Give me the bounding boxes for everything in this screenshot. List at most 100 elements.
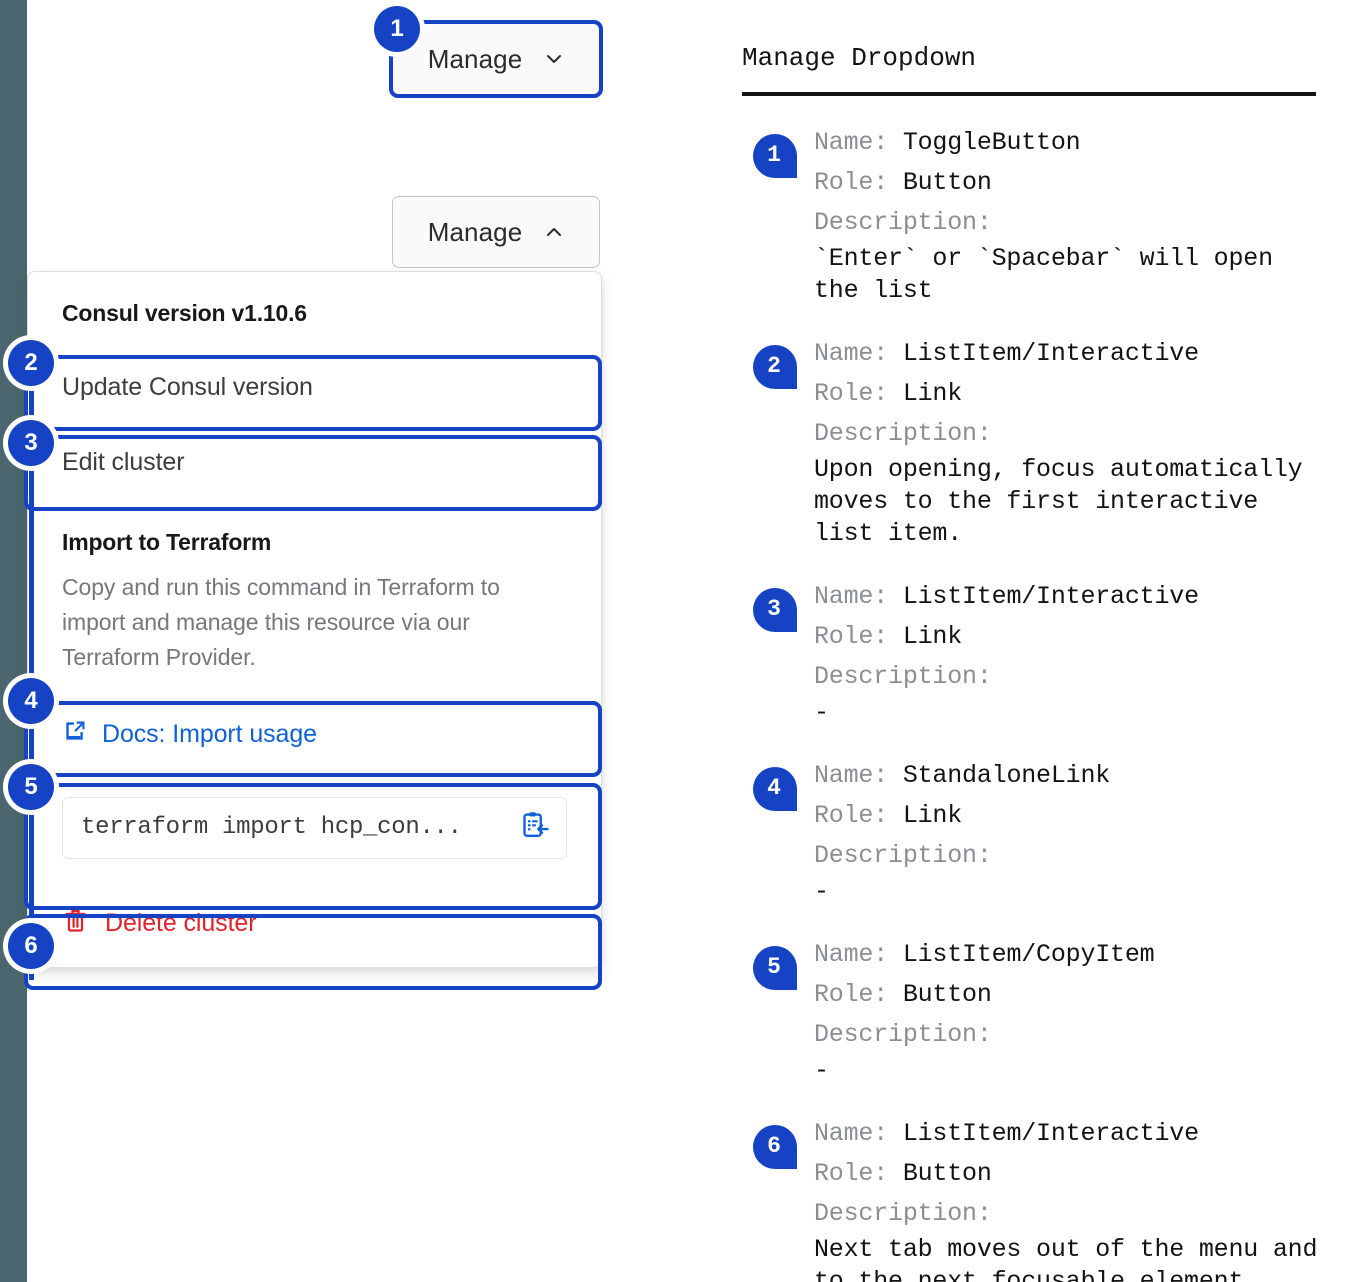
spec-entry: 1 Name: ToggleButton Role: Button Descri… xyxy=(742,123,1342,307)
manage-toggle-button-expanded[interactable]: Manage xyxy=(392,196,600,268)
spec-name-label: Name: xyxy=(814,339,903,368)
spec-name-label: Name: xyxy=(814,761,903,790)
spec-description-value: Upon opening, focus automatically moves … xyxy=(814,455,1303,548)
trash-icon xyxy=(62,907,89,941)
spec-role-value: Button xyxy=(902,980,992,1009)
spec-role-line: Role: Button xyxy=(814,163,1342,203)
annotation-badge-5: 5 xyxy=(8,764,54,810)
annotation-badge-6: 6 xyxy=(8,923,54,969)
spec-badge-1: 1 xyxy=(753,134,797,178)
spec-entry: 3 Name: ListItem/Interactive Role: Link … xyxy=(742,577,1342,729)
annotation-badge-1: 1 xyxy=(374,6,420,52)
docs-import-usage-label: Docs: Import usage xyxy=(102,719,317,748)
copy-to-clipboard-icon[interactable] xyxy=(520,810,550,845)
spec-role-value: Button xyxy=(902,1159,992,1188)
spec-entry-body: Name: ListItem/Interactive Role: Link De… xyxy=(814,577,1342,729)
spec-entry: 5 Name: ListItem/CopyItem Role: Button D… xyxy=(742,935,1342,1087)
spec-entry-body: Name: ListItem/Interactive Role: Button … xyxy=(814,1114,1342,1282)
spec-panel: Manage Dropdown 1 Name: ToggleButton Rol… xyxy=(742,0,1342,1282)
spec-badge-2: 2 xyxy=(753,345,797,389)
consul-version-header: Consul version v1.10.6 xyxy=(62,300,307,326)
external-link-docs-icon xyxy=(62,718,88,751)
spec-role-line: Role: Link xyxy=(814,796,1342,836)
spec-name-value: StandaloneLink xyxy=(902,761,1111,790)
chevron-down-icon xyxy=(544,49,564,69)
spec-name-value: ToggleButton xyxy=(902,128,1081,157)
docs-import-usage-link[interactable]: Docs: Import usage xyxy=(28,698,601,773)
spec-description-value: - xyxy=(814,1056,829,1085)
spec-description-label: Description: xyxy=(814,841,992,870)
spec-description-value: Next tab moves out of the menu and to th… xyxy=(814,1235,1318,1282)
spec-badge-col: 6 xyxy=(742,1114,814,1282)
terraform-command-text: terraform import hcp_con... xyxy=(81,814,462,842)
spec-role-line: Role: Button xyxy=(814,975,1342,1015)
spec-title-divider xyxy=(742,92,1316,96)
spec-panel-title: Manage Dropdown xyxy=(742,43,977,73)
spec-entry: 4 Name: StandaloneLink Role: Link Descri… xyxy=(742,756,1342,908)
spec-role-label: Role: xyxy=(814,980,903,1009)
spec-role-label: Role: xyxy=(814,801,903,830)
spec-name-value: ListItem/CopyItem xyxy=(902,940,1155,969)
spec-badge-col: 4 xyxy=(742,756,814,908)
manage-toggle-button-collapsed[interactable]: Manage xyxy=(392,23,600,95)
menu-item-delete-cluster[interactable]: Delete cluster xyxy=(28,885,601,967)
spec-badge-col: 2 xyxy=(742,334,814,550)
spec-role-line: Role: Button xyxy=(814,1154,1342,1194)
spec-description-label: Description: xyxy=(814,662,992,691)
menu-item-edit-cluster[interactable]: Edit cluster xyxy=(62,448,185,476)
spec-name-label: Name: xyxy=(814,582,903,611)
spec-role-value: Link xyxy=(902,622,963,651)
spec-entry: 2 Name: ListItem/Interactive Role: Link … xyxy=(742,334,1342,550)
annotation-badge-3: 3 xyxy=(8,420,54,466)
manage-toggle-label: Manage xyxy=(427,43,523,74)
manage-dropdown-panel: Consul version v1.10.6 Update Consul ver… xyxy=(27,271,602,968)
spec-role-label: Role: xyxy=(814,379,903,408)
chevron-up-icon xyxy=(544,222,564,242)
spec-role-value: Link xyxy=(902,379,963,408)
spec-badge-col: 5 xyxy=(742,935,814,1087)
delete-cluster-label: Delete cluster xyxy=(105,909,257,938)
spec-name-line: Name: ListItem/Interactive xyxy=(814,577,1342,617)
spec-description-label: Description: xyxy=(814,1199,992,1228)
spec-badge-3: 3 xyxy=(753,588,797,632)
spec-badge-5: 5 xyxy=(753,946,797,990)
spec-role-line: Role: Link xyxy=(814,617,1342,657)
terraform-command-field[interactable]: terraform import hcp_con... xyxy=(62,796,567,859)
spec-entry-body: Name: ListItem/Interactive Role: Link De… xyxy=(814,334,1342,550)
spec-description-label: Description: xyxy=(814,419,992,448)
import-to-terraform-title: Import to Terraform xyxy=(62,529,272,555)
spec-entry: 6 Name: ListItem/Interactive Role: Butto… xyxy=(742,1114,1342,1282)
spec-name-label: Name: xyxy=(814,1119,903,1148)
spec-name-label: Name: xyxy=(814,128,903,157)
import-to-terraform-description: Copy and run this command in Terraform t… xyxy=(62,574,500,671)
left-nav-rail xyxy=(0,0,27,1282)
manage-toggle-label-expanded: Manage xyxy=(427,216,523,247)
spec-name-value: ListItem/Interactive xyxy=(902,1119,1199,1148)
spec-role-value: Button xyxy=(902,168,992,197)
spec-badge-6: 6 xyxy=(753,1125,797,1169)
spec-badge-4: 4 xyxy=(753,767,797,811)
spec-role-line: Role: Link xyxy=(814,374,1342,414)
spec-badge-col: 1 xyxy=(742,123,814,307)
spec-name-line: Name: ListItem/Interactive xyxy=(814,1114,1342,1154)
spec-entry-body: Name: ToggleButton Role: Button Descript… xyxy=(814,123,1342,307)
spec-entry-body: Name: ListItem/CopyItem Role: Button Des… xyxy=(814,935,1342,1087)
spec-role-label: Role: xyxy=(814,622,903,651)
spec-description-value: - xyxy=(814,698,829,727)
menu-item-update-consul-version[interactable]: Update Consul version xyxy=(62,373,313,401)
spec-role-value: Link xyxy=(902,801,963,830)
spec-name-label: Name: xyxy=(814,940,903,969)
annotation-badge-4: 4 xyxy=(8,678,54,724)
spec-badge-col: 3 xyxy=(742,577,814,729)
spec-role-label: Role: xyxy=(814,1159,903,1188)
spec-description-label: Description: xyxy=(814,1020,992,1049)
annotation-badge-2: 2 xyxy=(8,340,54,386)
terraform-command-row: terraform import hcp_con... xyxy=(28,773,601,885)
spec-name-line: Name: StandaloneLink xyxy=(814,756,1342,796)
badge-connector-line xyxy=(29,370,34,980)
spec-name-line: Name: ListItem/Interactive xyxy=(814,334,1342,374)
spec-name-line: Name: ListItem/CopyItem xyxy=(814,935,1342,975)
spec-description-label: Description: xyxy=(814,208,992,237)
spec-entry-body: Name: StandaloneLink Role: Link Descript… xyxy=(814,756,1342,908)
